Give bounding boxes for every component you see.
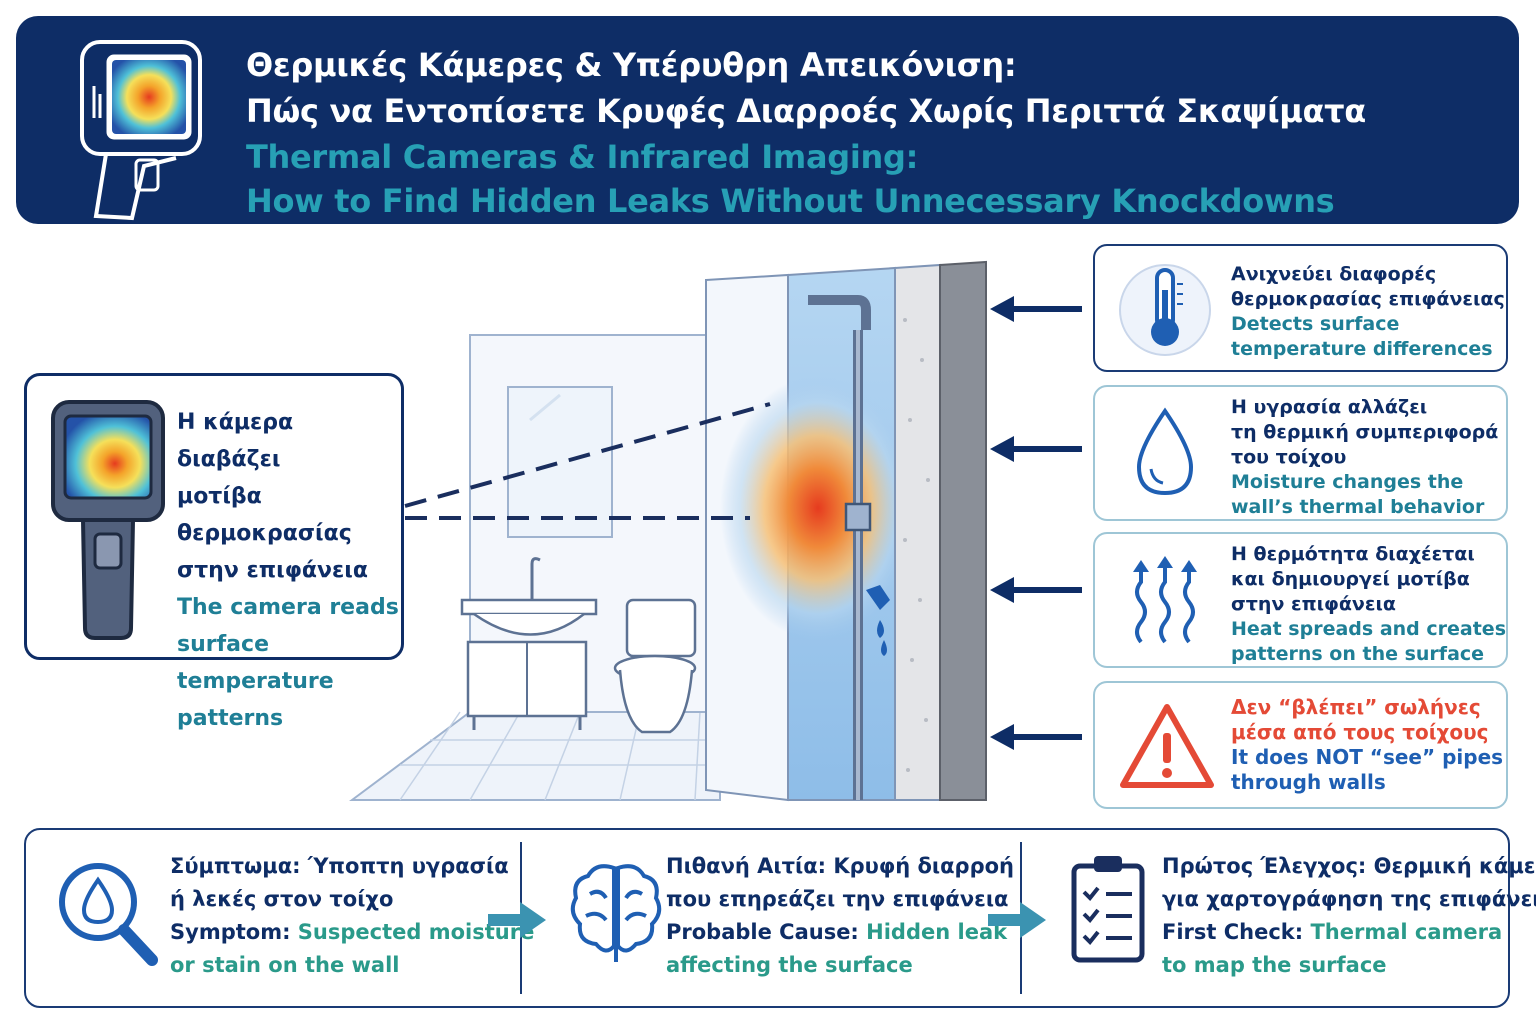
step-2-english-rest-1: Hidden leak — [858, 920, 1008, 944]
fact-3-english-2: patterns on the surface — [1231, 643, 1485, 665]
camera-card-english-3: patterns — [177, 706, 284, 731]
diagnosis-steps-panel: Σύμπτωμα: Ύποπτη υγρασία ή λεκές στον το… — [24, 828, 1536, 1008]
arrow-left-icon — [990, 436, 1082, 462]
step-3-english-label: First Check: — [1162, 920, 1304, 944]
magnifier-drop-icon — [59, 863, 158, 966]
thermometer-icon — [1119, 264, 1211, 356]
camera-card-greek-1: Η κάμερα διαβάζει — [177, 410, 294, 472]
step-arrow-right-icon — [488, 902, 546, 938]
step-2-english-label: Probable Cause: — [666, 920, 859, 944]
bathroom-wall-illustration — [348, 260, 987, 802]
fact-2-english-1: Moisture changes the — [1231, 471, 1464, 493]
fact-1-greek-2: θερμοκρασίας επιφάνειας — [1231, 288, 1505, 310]
step-1-greek-2: ή λεκές στον τοίχο — [170, 887, 394, 911]
step-1-english-rest-2: or stain on the wall — [170, 953, 400, 977]
fact-3-english-1: Heat spreads and creates — [1231, 618, 1506, 640]
step-probable-cause: Πιθανή Αιτία: Κρυφή διαρροή που επηρεάζε… — [522, 830, 1018, 1006]
fact-4-english-1: It does NOT “see” pipes — [1231, 745, 1504, 769]
fact-2-greek-1: Η υγρασία αλλάζει — [1231, 396, 1428, 418]
step-2-greek-1: Πιθανή Αιτία: Κρυφή διαρροή — [666, 854, 1014, 878]
step-symptom: Σύμπτωμα: Ύποπτη υγρασία ή λεκές στον το… — [26, 830, 534, 1006]
header-banner: Θερμικές Κάμερες & Υπέρυθρη Απεικόνιση: … — [16, 16, 1519, 224]
step-3-greek-1: Πρώτος Έλεγχος: Θερμική κάμερα — [1162, 854, 1536, 878]
fact-2-english-2: wall’s thermal behavior — [1231, 496, 1485, 518]
fact-4-greek-1: Δεν “βλέπει” σωλήνες — [1231, 695, 1481, 719]
step-3-english-rest-1: Thermal camera — [1303, 920, 1503, 944]
fact-2-greek-3: του τοίχου — [1231, 446, 1347, 468]
title-greek-line-2: Πώς να Εντοπίσετε Κρυφές Διαρροές Χωρίς … — [246, 92, 1366, 130]
fact-card-moisture: Η υγρασία αλλάζει τη θερμική συμπεριφορά… — [1093, 385, 1508, 521]
camera-card-english-1: The camera reads — [177, 595, 399, 620]
step-3-english-rest-2: to map the surface — [1162, 953, 1387, 977]
title-english-line-1: Thermal Cameras & Infrared Imaging: — [246, 138, 919, 176]
fact-card-detects: Ανιχνεύει διαφορές θερμοκρασίας επιφάνει… — [1093, 244, 1508, 372]
thermal-camera-icon — [51, 400, 165, 640]
camera-card-english-2: surface temperature — [177, 632, 334, 694]
step-arrow-right-icon — [988, 902, 1046, 938]
fact-card-heat: Η θερμότητα διαχέεται και δημιουργεί μοτ… — [1093, 532, 1508, 668]
camera-card-greek-2: μοτίβα θερμοκρασίας — [177, 484, 352, 546]
step-first-check: Πρώτος Έλεγχος: Θερμική κάμερα για χαρτο… — [1022, 830, 1536, 1006]
fact-1-english-2: temperature differences — [1231, 338, 1493, 360]
water-drop-icon — [1136, 407, 1194, 496]
fact-4-english-2: through walls — [1231, 770, 1386, 794]
fact-3-greek-2: και δημιουργεί μοτίβα — [1231, 568, 1470, 590]
warning-icon — [1120, 704, 1214, 788]
arrow-left-icon — [990, 296, 1082, 322]
fact-card-warning: Δεν “βλέπει” σωλήνες μέσα από τους τοίχο… — [1093, 681, 1508, 809]
fact-3-greek-1: Η θερμότητα διαχέεται — [1231, 543, 1475, 565]
fact-4-greek-2: μέσα από τους τοίχους — [1231, 720, 1489, 744]
step-2-greek-2: που επηρεάζει την επιφάνεια — [666, 887, 1009, 911]
heat-waves-icon — [1133, 556, 1197, 644]
brain-icon — [570, 864, 662, 962]
step-1-english-label: Symptom: — [170, 920, 291, 944]
thermal-camera-icon — [80, 40, 202, 221]
arrow-left-icon — [990, 577, 1082, 603]
arrow-left-icon — [990, 724, 1082, 750]
title-english-line-2: How to Find Hidden Leaks Without Unneces… — [246, 182, 1335, 220]
camera-reads-card: Η κάμερα διαβάζει μοτίβα θερμοκρασίας στ… — [24, 373, 404, 731]
fact-3-greek-3: στην επιφάνεια — [1231, 593, 1396, 615]
camera-card-greek-3: στην επιφάνεια — [177, 558, 368, 583]
step-2-english-rest-2: affecting the surface — [666, 953, 913, 977]
title-greek-line-1: Θερμικές Κάμερες & Υπέρυθρη Απεικόνιση: — [246, 46, 1017, 84]
fact-1-english-1: Detects surface — [1231, 313, 1400, 335]
step-3-greek-2: για χαρτογράφηση της επιφάνειας — [1162, 887, 1536, 911]
fact-1-greek-1: Ανιχνεύει διαφορές — [1231, 263, 1437, 285]
fact-2-greek-2: τη θερμική συμπεριφορά — [1231, 421, 1499, 443]
clipboard-checklist-icon — [1071, 856, 1145, 963]
step-1-greek-1: Σύμπτωμα: Ύποπτη υγρασία — [170, 854, 509, 878]
